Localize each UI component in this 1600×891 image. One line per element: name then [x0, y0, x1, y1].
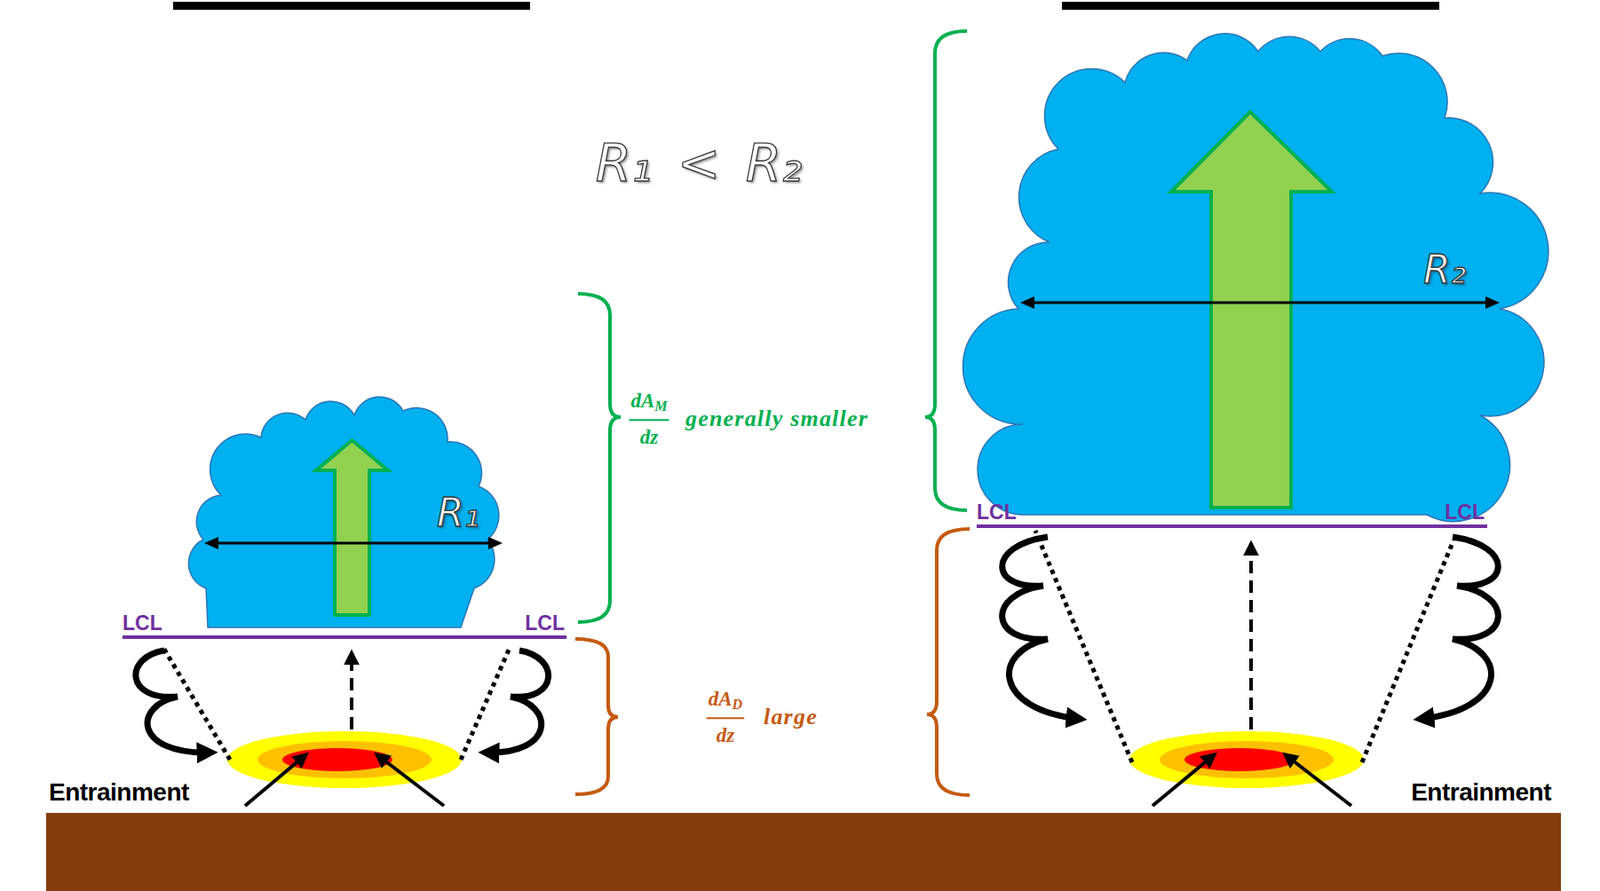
entrainment-curl — [1002, 537, 1079, 720]
ground — [46, 813, 1561, 891]
lcl-label: LCL — [976, 502, 1017, 523]
updraft-arrow — [1171, 111, 1332, 508]
inflow-arrow — [1152, 754, 1215, 807]
lcl-line — [122, 635, 567, 640]
inflow-arrow — [1284, 754, 1352, 807]
entrainment-curl — [486, 650, 549, 753]
lcl-label: LCL — [1444, 502, 1485, 523]
brace — [926, 529, 970, 796]
heading-underline — [173, 1, 531, 10]
brace — [575, 639, 618, 795]
entrainment-curl — [1421, 537, 1498, 720]
heat-source — [1129, 731, 1364, 789]
brace — [578, 293, 621, 623]
cloud-outline — [962, 33, 1548, 523]
radius-line — [1032, 301, 1488, 305]
gradient-note: large — [763, 705, 818, 729]
radius-arrowhead — [1485, 296, 1500, 309]
cloud: R₂ — [1009, 42, 1507, 515]
subscript: D — [732, 697, 744, 713]
dashed-updraft — [349, 652, 354, 730]
brace — [925, 31, 967, 511]
lcl-label: LCL — [122, 613, 163, 634]
fraction-bar — [706, 717, 745, 720]
dotted-edge — [1035, 530, 1133, 763]
dotted-edge — [460, 648, 510, 761]
inflow-arrow — [245, 754, 307, 807]
subscript: M — [654, 398, 667, 414]
radius-label: R₂ — [1423, 250, 1466, 290]
differential: dA — [708, 688, 733, 711]
fraction-denominator: dz — [640, 427, 658, 448]
fraction-denominator: dz — [716, 725, 735, 746]
entrainment-curl — [135, 650, 210, 753]
dashed-updraft — [1249, 543, 1253, 730]
gradient-note: generally smaller — [685, 407, 869, 431]
lcl-label: LCL — [524, 613, 565, 634]
entrainment-label: Entrainment — [48, 780, 190, 806]
lcl-line — [976, 524, 1488, 529]
comparison-label: R₁ < R₂ — [595, 137, 803, 190]
radius-label: R₁ — [436, 493, 480, 533]
cloud-outline — [188, 396, 500, 628]
differential: dA — [630, 389, 655, 412]
radius-arrowhead — [1020, 296, 1035, 309]
updraft-arrow — [316, 440, 389, 616]
heat-source — [227, 731, 462, 789]
radius-line — [216, 542, 491, 546]
cloud: R₁ — [198, 397, 510, 629]
dotted-edge — [163, 648, 230, 761]
radius-arrowhead — [204, 537, 219, 550]
heading-underline — [1061, 1, 1440, 10]
entrainment-label: Entrainment — [1410, 780, 1552, 806]
fraction-numerator: dAM — [630, 390, 667, 414]
inflow-arrow — [376, 754, 444, 807]
radius-arrowhead — [488, 537, 503, 550]
fraction-numerator: dAD — [708, 689, 743, 713]
fraction-bar — [628, 419, 669, 421]
dotted-edge — [1362, 540, 1454, 763]
